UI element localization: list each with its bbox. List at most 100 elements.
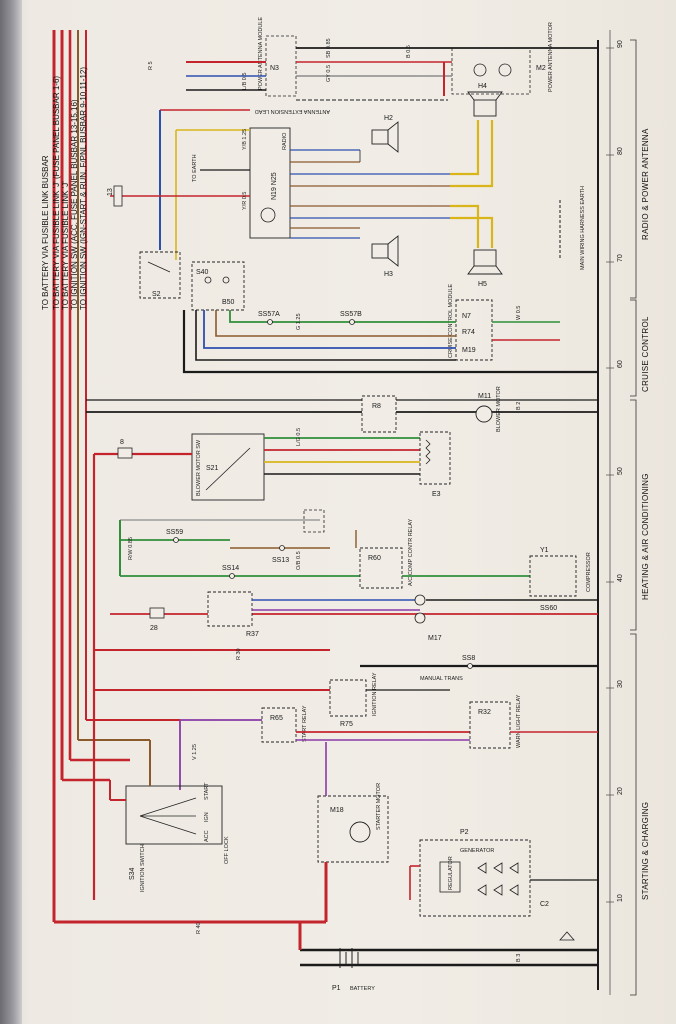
scale-20: 20 bbox=[617, 787, 624, 795]
wire-labels: R 5 Y/B 1.25 L/B 0.5 SB 0.85 GY 0.5 B 0.… bbox=[128, 38, 522, 962]
speaker-h3: H3 bbox=[371, 235, 399, 278]
s21-label: S21 bbox=[206, 465, 219, 472]
s34-label: S34 bbox=[129, 867, 136, 880]
off-lock-label: OFF LOCK bbox=[224, 836, 230, 864]
speaker-h4: H4 bbox=[450, 83, 503, 188]
power-antenna-module-label: POWER ANTENNA MODULE bbox=[258, 17, 264, 90]
s2-label: S2 bbox=[152, 291, 161, 298]
h4-label: H4 bbox=[478, 83, 487, 90]
wire-label-2: Y/B 1.25 bbox=[242, 129, 248, 150]
ss8-label: SS8 bbox=[462, 655, 475, 662]
antenna-ext-note: ANTENNA EXTENSION LEAD bbox=[255, 108, 330, 114]
start-pos-label: START bbox=[204, 782, 210, 800]
generator-label: GENERATOR bbox=[460, 848, 494, 854]
wire-label-6: B 0.5 bbox=[406, 45, 412, 58]
m18-label: M18 bbox=[330, 807, 344, 814]
fuse-13: 13 bbox=[107, 188, 114, 196]
supply-labels: TO BATTERY VIA FUSIBLE LINK BUSBAR TO BA… bbox=[41, 67, 88, 310]
starter-motor-label: STARTER MOTOR bbox=[376, 783, 382, 830]
supply-label-5: TO IGNITION SW (IGN-START & RUN, F/PNL B… bbox=[79, 67, 88, 310]
battery-label: BATTERY bbox=[350, 986, 375, 992]
wire-label-4: SB 0.85 bbox=[326, 38, 332, 58]
wire-label-8: G 1.25 bbox=[296, 313, 302, 330]
n3-label: N3 bbox=[270, 65, 279, 72]
section-radio: RADIO & POWER ANTENNA bbox=[641, 128, 650, 240]
supply-label-3: TO BATTERY VIA FUSIBLE LINK 'J' bbox=[61, 181, 70, 310]
scale-80: 80 bbox=[617, 147, 624, 155]
wire-label-3: L/B 0.5 bbox=[242, 73, 248, 90]
h5-label: H5 bbox=[478, 281, 487, 288]
ac-comp-relay-label: A/C COMP CONTR RELAY bbox=[408, 518, 414, 586]
wire-label-10: O/B 0.5 bbox=[296, 551, 302, 570]
wire-label-5: GY 0.5 bbox=[326, 65, 332, 82]
speaker-h5: H5 bbox=[450, 204, 503, 288]
fuse-28: 28 bbox=[150, 625, 158, 632]
scale-50: 50 bbox=[617, 467, 624, 475]
wire-label-16: B 3 bbox=[516, 954, 522, 962]
ss59-label: SS59 bbox=[166, 529, 183, 536]
main-harness-earth: MAIN WIRING HARNESS EARTH bbox=[580, 186, 586, 270]
book-binding bbox=[0, 0, 22, 1024]
blower-sw-label: BLOWER MOTOR SW bbox=[196, 439, 202, 496]
m17-label: M17 bbox=[428, 635, 442, 642]
start-relay-label: START RELAY bbox=[302, 705, 308, 742]
ss13-label: SS13 bbox=[272, 557, 289, 564]
scale-70: 70 bbox=[617, 254, 624, 262]
ss60-label: SS60 bbox=[540, 605, 557, 612]
e3-label: E3 bbox=[432, 491, 441, 498]
s40-label: S40 bbox=[196, 269, 209, 276]
speaker-h2: H2 bbox=[359, 115, 399, 162]
m2-label: M2 bbox=[536, 65, 546, 72]
radio-section: N3 POWER ANTENNA MODULE M2 POWER ANTENNA… bbox=[107, 17, 598, 311]
ground-bus bbox=[597, 30, 611, 995]
supply-label-4: TO IGNITION SW (ACC. FUSE PANEL BUSBAR 1… bbox=[70, 99, 79, 310]
compressor-label: COMPRESSOR bbox=[586, 552, 592, 592]
ign-pos-label: IGN bbox=[204, 812, 210, 822]
supply-label-1: TO BATTERY VIA FUSIBLE LINK BUSBAR bbox=[41, 155, 50, 310]
scale-60: 60 bbox=[617, 360, 624, 368]
warn-light-relay-label: WARN LIGHT RELAY bbox=[516, 694, 522, 748]
r8-label: R8 bbox=[372, 403, 381, 410]
section-starting: STARTING & CHARGING bbox=[641, 802, 650, 900]
section-heating: HEATING & AIR CONDITIONING bbox=[641, 473, 650, 600]
c2-label: C2 bbox=[540, 901, 549, 908]
section-brackets bbox=[630, 39, 637, 996]
wire-label-7: Y/R 0.5 bbox=[242, 192, 248, 210]
scale-axis: 90 80 70 60 50 40 30 20 10 bbox=[606, 40, 624, 903]
scale-10: 10 bbox=[617, 894, 624, 902]
m11-label: M11 bbox=[478, 393, 491, 400]
wire-label-13: W 0.5 bbox=[516, 306, 522, 320]
fuse-8: 8 bbox=[120, 439, 124, 446]
wire-label-14: V 1.25 bbox=[192, 744, 198, 760]
wire-label-1: R 5 bbox=[148, 61, 154, 70]
r65-label: R65 bbox=[270, 715, 283, 722]
y1-label: Y1 bbox=[540, 547, 549, 554]
ignition-switch-label: IGNITION SWITCH bbox=[140, 844, 146, 892]
radio-id-label: N19 N25 bbox=[271, 172, 278, 200]
to-earth-note: TO EARTH bbox=[192, 154, 198, 182]
manual-trans-label: MANUAL TRANS bbox=[420, 676, 463, 682]
cruise-section: N7 R74 M19 CRUISE CONTROL MODULE SS57A S… bbox=[182, 284, 598, 374]
section-cruise: CRUISE CONTROL bbox=[641, 316, 650, 392]
wire-label-15: L/G 0.5 bbox=[296, 428, 302, 446]
h2-label: H2 bbox=[384, 115, 393, 122]
starting-section: SS8 MANUAL TRANS R75 IGNITION RELAY R65 … bbox=[94, 649, 598, 992]
acc-pos-label: ACC bbox=[204, 830, 210, 842]
regulator-label: REGULATOR bbox=[448, 856, 454, 890]
m19-label: M19 bbox=[462, 347, 476, 354]
wire-label-12: R 30 bbox=[236, 648, 242, 660]
r74-label: R74 bbox=[462, 329, 475, 336]
supply-buses bbox=[52, 30, 326, 924]
heating-section: R8 M11 BLOWER MOTOR S21 BLOWER MOTOR SW … bbox=[86, 386, 598, 900]
p2-label: P2 bbox=[460, 829, 469, 836]
scale-90: 90 bbox=[617, 40, 624, 48]
r37-label: R37 bbox=[246, 631, 259, 638]
p1-label: P1 bbox=[332, 985, 341, 992]
r75-label: R75 bbox=[340, 721, 353, 728]
ss57a-label: SS57A bbox=[258, 311, 280, 318]
n7-label: N7 bbox=[462, 313, 471, 320]
b50-label: B50 bbox=[222, 299, 235, 306]
h3-label: H3 bbox=[384, 271, 393, 278]
scale-30: 30 bbox=[617, 680, 624, 688]
